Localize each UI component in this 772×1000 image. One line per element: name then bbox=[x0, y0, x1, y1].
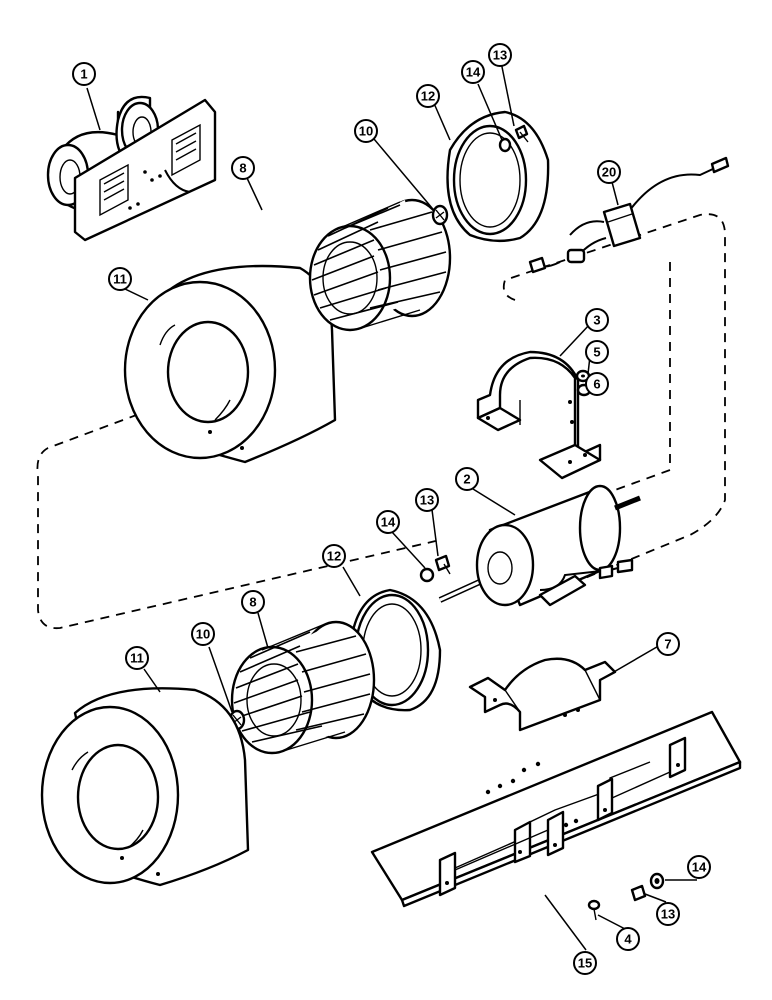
leader-lines bbox=[86, 56, 697, 951]
callout-12-mid: 12 bbox=[322, 544, 346, 568]
svg-text:20: 20 bbox=[602, 165, 616, 180]
callout-7: 7 bbox=[656, 632, 680, 656]
blower-wheel-lower bbox=[230, 620, 376, 755]
callout-5: 5 bbox=[585, 340, 609, 364]
wheel-blades-upper bbox=[311, 204, 447, 321]
svg-text:2: 2 bbox=[463, 472, 470, 487]
callout-20: 20 bbox=[597, 160, 621, 184]
callout-15: 15 bbox=[573, 951, 597, 975]
washer-upper bbox=[498, 137, 512, 153]
callout-10-lower: 10 bbox=[191, 622, 215, 646]
resistor-harness bbox=[528, 156, 730, 274]
callout-13-top: 13 bbox=[488, 43, 512, 67]
svg-text:7: 7 bbox=[664, 637, 671, 652]
callout-8-top: 8 bbox=[231, 156, 255, 180]
wheel-blades-lower bbox=[233, 631, 371, 743]
screw-upper bbox=[514, 124, 529, 143]
svg-text:13: 13 bbox=[661, 907, 675, 922]
blower-housing-upper bbox=[123, 264, 337, 464]
svg-text:15: 15 bbox=[578, 956, 592, 971]
blower-wheel-upper bbox=[308, 198, 452, 332]
svg-text:1: 1 bbox=[80, 67, 87, 82]
callout-13-mid: 13 bbox=[415, 488, 439, 512]
bolt-4 bbox=[587, 899, 601, 921]
svg-text:12: 12 bbox=[327, 549, 341, 564]
svg-text:6: 6 bbox=[593, 377, 600, 392]
callout-13-bottom: 13 bbox=[656, 902, 680, 926]
svg-text:10: 10 bbox=[359, 124, 373, 139]
callout-6: 6 bbox=[585, 372, 609, 396]
svg-text:10: 10 bbox=[196, 627, 210, 642]
svg-text:12: 12 bbox=[421, 89, 435, 104]
callout-2: 2 bbox=[455, 467, 479, 491]
svg-text:14: 14 bbox=[692, 860, 707, 875]
svg-text:8: 8 bbox=[249, 595, 256, 610]
svg-text:4: 4 bbox=[624, 932, 632, 947]
callout-11-top: 11 bbox=[108, 267, 132, 291]
callout-8-lower: 8 bbox=[241, 590, 265, 614]
svg-text:14: 14 bbox=[466, 65, 481, 80]
svg-text:14: 14 bbox=[381, 515, 396, 530]
callout-12-top: 12 bbox=[416, 84, 440, 108]
callout-3: 3 bbox=[585, 308, 609, 332]
svg-text:8: 8 bbox=[239, 161, 246, 176]
motor-mount-bracket bbox=[468, 657, 617, 732]
svg-text:3: 3 bbox=[593, 313, 600, 328]
wiring-route-lower-dashed bbox=[36, 262, 671, 630]
wiring-route-upper-dashed bbox=[502, 213, 726, 581]
callout-10-top: 10 bbox=[354, 119, 378, 143]
blower-assembly-thumbnail bbox=[46, 95, 217, 242]
callout-1: 1 bbox=[72, 62, 96, 86]
callout-14-mid: 14 bbox=[376, 510, 400, 534]
svg-text:13: 13 bbox=[420, 493, 434, 508]
mounting-plate bbox=[370, 710, 742, 908]
blower-housing-lower bbox=[40, 687, 250, 887]
svg-text:5: 5 bbox=[593, 345, 600, 360]
blower-motor bbox=[438, 484, 641, 607]
motor-strap bbox=[476, 350, 602, 480]
callout-14-bottom: 14 bbox=[687, 855, 711, 879]
inlet-ring-upper bbox=[446, 110, 550, 243]
washer-lower bbox=[649, 872, 665, 890]
callout-11-lower: 11 bbox=[125, 646, 149, 670]
svg-text:11: 11 bbox=[130, 651, 144, 666]
svg-text:11: 11 bbox=[113, 272, 127, 287]
screw-lower bbox=[630, 884, 647, 902]
callout-4: 4 bbox=[616, 927, 640, 951]
washer-mid bbox=[419, 567, 435, 583]
svg-text:13: 13 bbox=[493, 48, 507, 63]
clamp-nut-upper bbox=[431, 204, 449, 226]
callout-14-top: 14 bbox=[461, 60, 485, 84]
screw-mid bbox=[434, 554, 451, 575]
